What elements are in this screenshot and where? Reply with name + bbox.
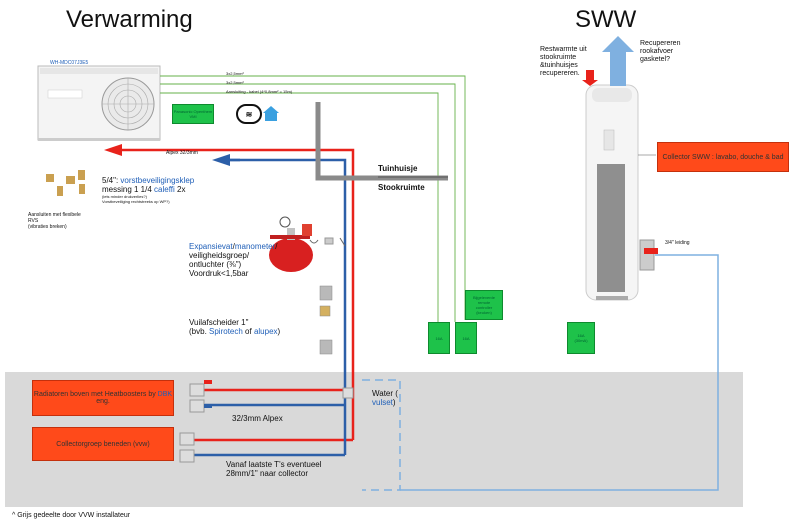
leiding-label: 3/4" leiding [665, 240, 690, 246]
home-icon-body [265, 112, 277, 121]
return-arrow [212, 154, 230, 166]
expansion-line4: Voordruk<1,5bar [189, 269, 249, 278]
last-t-line2: 28mm/1" naar collector [226, 469, 308, 478]
thermostat-box: Panasonic Openthem VMI [172, 104, 214, 124]
cable-label-3: Aansluiting - kabel (4*0,8mm² = 15m) [226, 89, 293, 94]
footnote: ^ Grijs gedeelte door VVW installateur [12, 512, 131, 519]
flex-hose-line3: (vibraties breken) [28, 224, 67, 230]
manometer-link[interactable]: manometer [234, 242, 276, 251]
water-label: Water ( [372, 389, 398, 398]
frost-valve-link[interactable]: vorstbeveiligingsklep [120, 176, 195, 185]
residual-heat-text: Restwarmte uit stookruimte &tuinhuisjes … [540, 46, 587, 77]
power-cables [160, 75, 466, 322]
residual-heat-arrow [582, 70, 598, 86]
cable-label-1: 3x2,5mm² [226, 71, 244, 76]
water-line [362, 379, 401, 491]
frost-valves [46, 170, 85, 196]
room-tuinhuisje: Tuinhuisje [378, 164, 418, 173]
alpex-mid-label: 32/3mm Alpex [232, 414, 283, 423]
dhw-pipe [400, 254, 719, 491]
title-dhw: SWW [575, 6, 637, 33]
dhw-valve [639, 239, 658, 271]
collector-vvw-label: Collectorgroep beneden (vvw) [56, 440, 150, 448]
flex-hose-line2: RVS [28, 218, 39, 224]
breaker-2: 16A [455, 322, 477, 354]
collector-vvw-box: Collectorgroep beneden (vvw) [32, 427, 174, 461]
dhw-tank [585, 84, 639, 301]
frost-valve-line2: messing 1 1/4 caleffi 2x [102, 185, 186, 194]
home-icon [263, 106, 279, 113]
valves [179, 380, 354, 463]
title-heating: Verwarming [66, 6, 193, 33]
spirotech-link[interactable]: Spirotech [209, 327, 243, 336]
flue-gas-text: Recupereren rookafvoer gasketel? [640, 40, 681, 63]
radiators-label: Radiatoren boven met Heatboosters by DBK [33, 391, 173, 398]
frost-valve-line4: Vorstbeveiliging rechtstreeks op WP?) [102, 199, 170, 204]
radiators-box: Radiatoren boven met Heatboosters by DBK… [32, 380, 174, 416]
last-t-line1: Vanaf laatste T's eventueel [226, 460, 322, 469]
wifi-icon: ≋ [236, 104, 262, 124]
separator-line2: (bvb. Spirotech of alupex) [189, 327, 281, 336]
water-label-2: vulset) [372, 398, 396, 407]
flex-hose-line1: Aansluiten met flexibele [28, 212, 81, 218]
collector-sww-box: Collector SWW : lavabo, douche & bad [657, 142, 789, 172]
flue-pipe [315, 102, 448, 181]
expansion-vessel [269, 216, 313, 272]
heatpump-unit [37, 65, 161, 141]
expansion-fittings [309, 237, 346, 247]
frost-valve-line1: 5/4": vorstbeveiligingsklep [102, 176, 195, 185]
caleffi-link[interactable]: caleffi [154, 185, 175, 194]
flue-gas-arrow [602, 36, 634, 86]
collector-sww-label: Collector SWW : lavabo, douche & bad [662, 153, 784, 161]
expansion-line3: ontluchter (⅜") [189, 260, 242, 269]
thermostat-label: Panasonic Openthem VMI [173, 109, 213, 119]
room-stookruimte: Stookruimte [378, 183, 425, 192]
separator-line1: Vuilafscheider 1" [189, 318, 249, 327]
alpex-top-label: Alpex 32/3mm [166, 150, 198, 156]
dirt-separator [319, 285, 333, 355]
expansievat-link[interactable]: Expansievat [189, 242, 233, 251]
vulset-link[interactable]: vulset [372, 398, 393, 407]
return-pipe [190, 158, 347, 457]
expansion-line1: Expansievat/manometer/ [189, 242, 278, 251]
breaker-3: 16A (30mA) [567, 322, 595, 354]
supply-arrow [104, 144, 122, 156]
heatpump-model: WH-MDC07J3E5 [50, 60, 89, 66]
dbk-link[interactable]: DBK [157, 391, 173, 398]
expansion-line2: veiligheidsgroep/ [189, 251, 250, 260]
alupex-link[interactable]: alupex [253, 327, 278, 336]
breaker-1: 16A [428, 322, 450, 354]
cable-label-2: 3x2,5mm² [226, 80, 244, 85]
frost-valve-line3: (iets minder drukverlies?) [102, 194, 147, 199]
remote-controller-box: Bijgeleverde remote controller (keuken) [465, 290, 503, 320]
